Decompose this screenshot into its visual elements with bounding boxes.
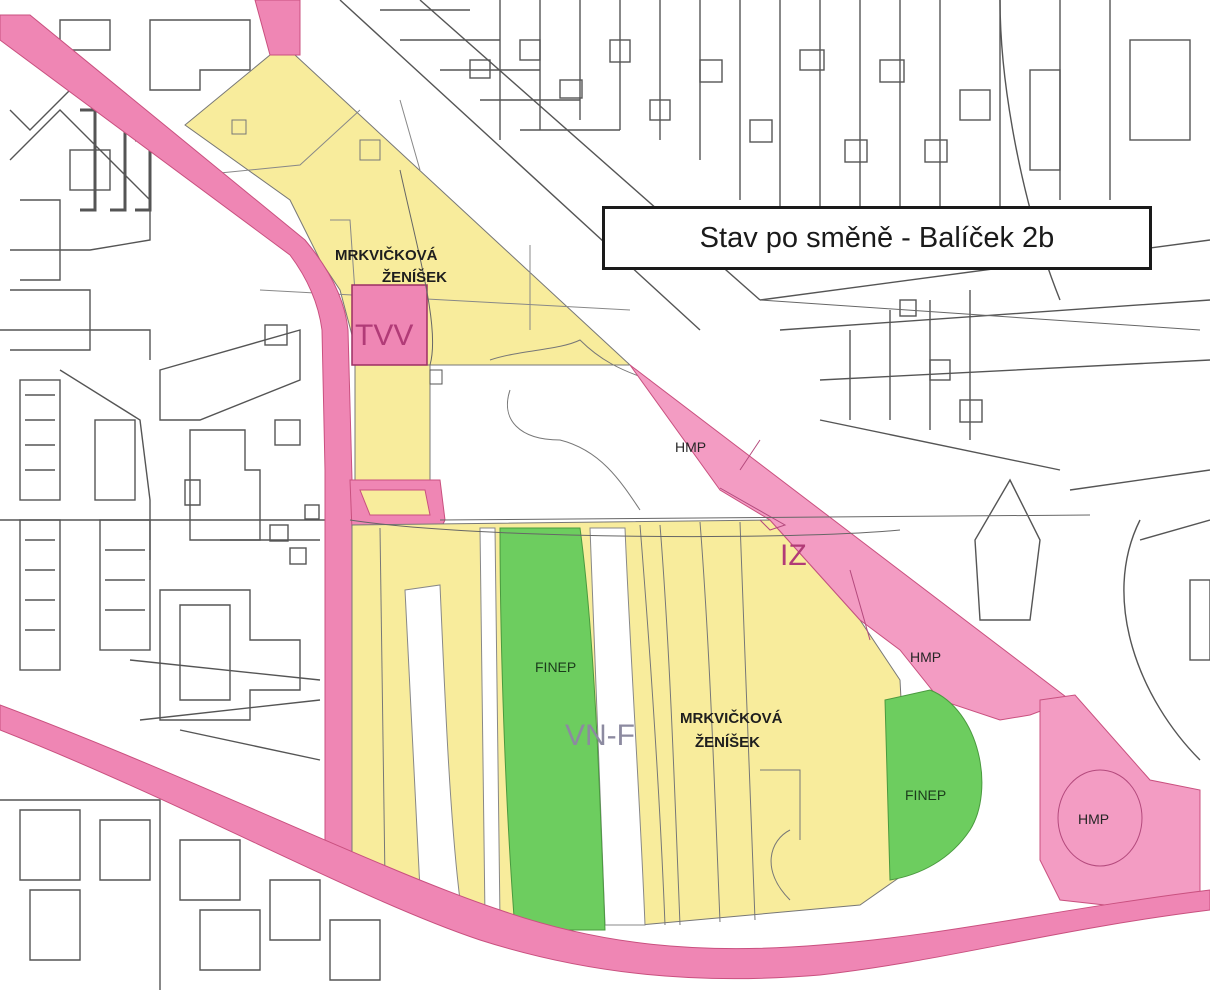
label-owner-bottom-2: ŽENÍŠEK	[695, 733, 760, 751]
small-building-2	[359, 139, 381, 161]
parcel-finep-right	[884, 689, 983, 881]
label-finep-left: FINEP	[535, 659, 576, 675]
strip-white-3	[589, 527, 646, 926]
label-tvv: TVV	[355, 319, 413, 352]
hmp-right-circle	[1057, 769, 1143, 867]
label-vnf: VN-F	[565, 719, 635, 752]
label-owner-top-1: MRKVIČKOVÁ	[335, 246, 438, 264]
map-title: Stav po směně - Balíček 2b	[699, 221, 1055, 254]
road-line-horizontal	[439, 514, 1091, 521]
background-parcels-left	[0, 19, 381, 990]
label-hmp-mid: HMP	[910, 649, 941, 665]
junction-island	[359, 489, 431, 516]
label-finep-right: FINEP	[905, 787, 946, 803]
label-hmp-right: HMP	[1078, 811, 1109, 827]
label-owner-top-2: ŽENÍŠEK	[382, 268, 447, 286]
strip-white-1	[404, 584, 461, 901]
label-iz: IZ	[780, 539, 807, 572]
map-title-box: Stav po směně - Balíček 2b	[602, 206, 1152, 270]
parcel-tvv	[351, 284, 428, 366]
parcel-lines-main	[379, 339, 801, 926]
small-building	[231, 119, 247, 135]
label-owner-bottom-1: MRKVIČKOVÁ	[680, 709, 783, 727]
road-line-upper	[759, 299, 1201, 331]
road-pink-top	[254, 0, 301, 56]
parcel-lines-top	[199, 99, 631, 366]
path-line-2	[349, 519, 901, 538]
parcel-finep-left	[499, 527, 606, 931]
path-line	[399, 169, 434, 366]
label-hmp-top: HMP	[675, 439, 706, 455]
road-pink-bottom	[0, 704, 1210, 980]
hmp-lines	[719, 439, 871, 641]
